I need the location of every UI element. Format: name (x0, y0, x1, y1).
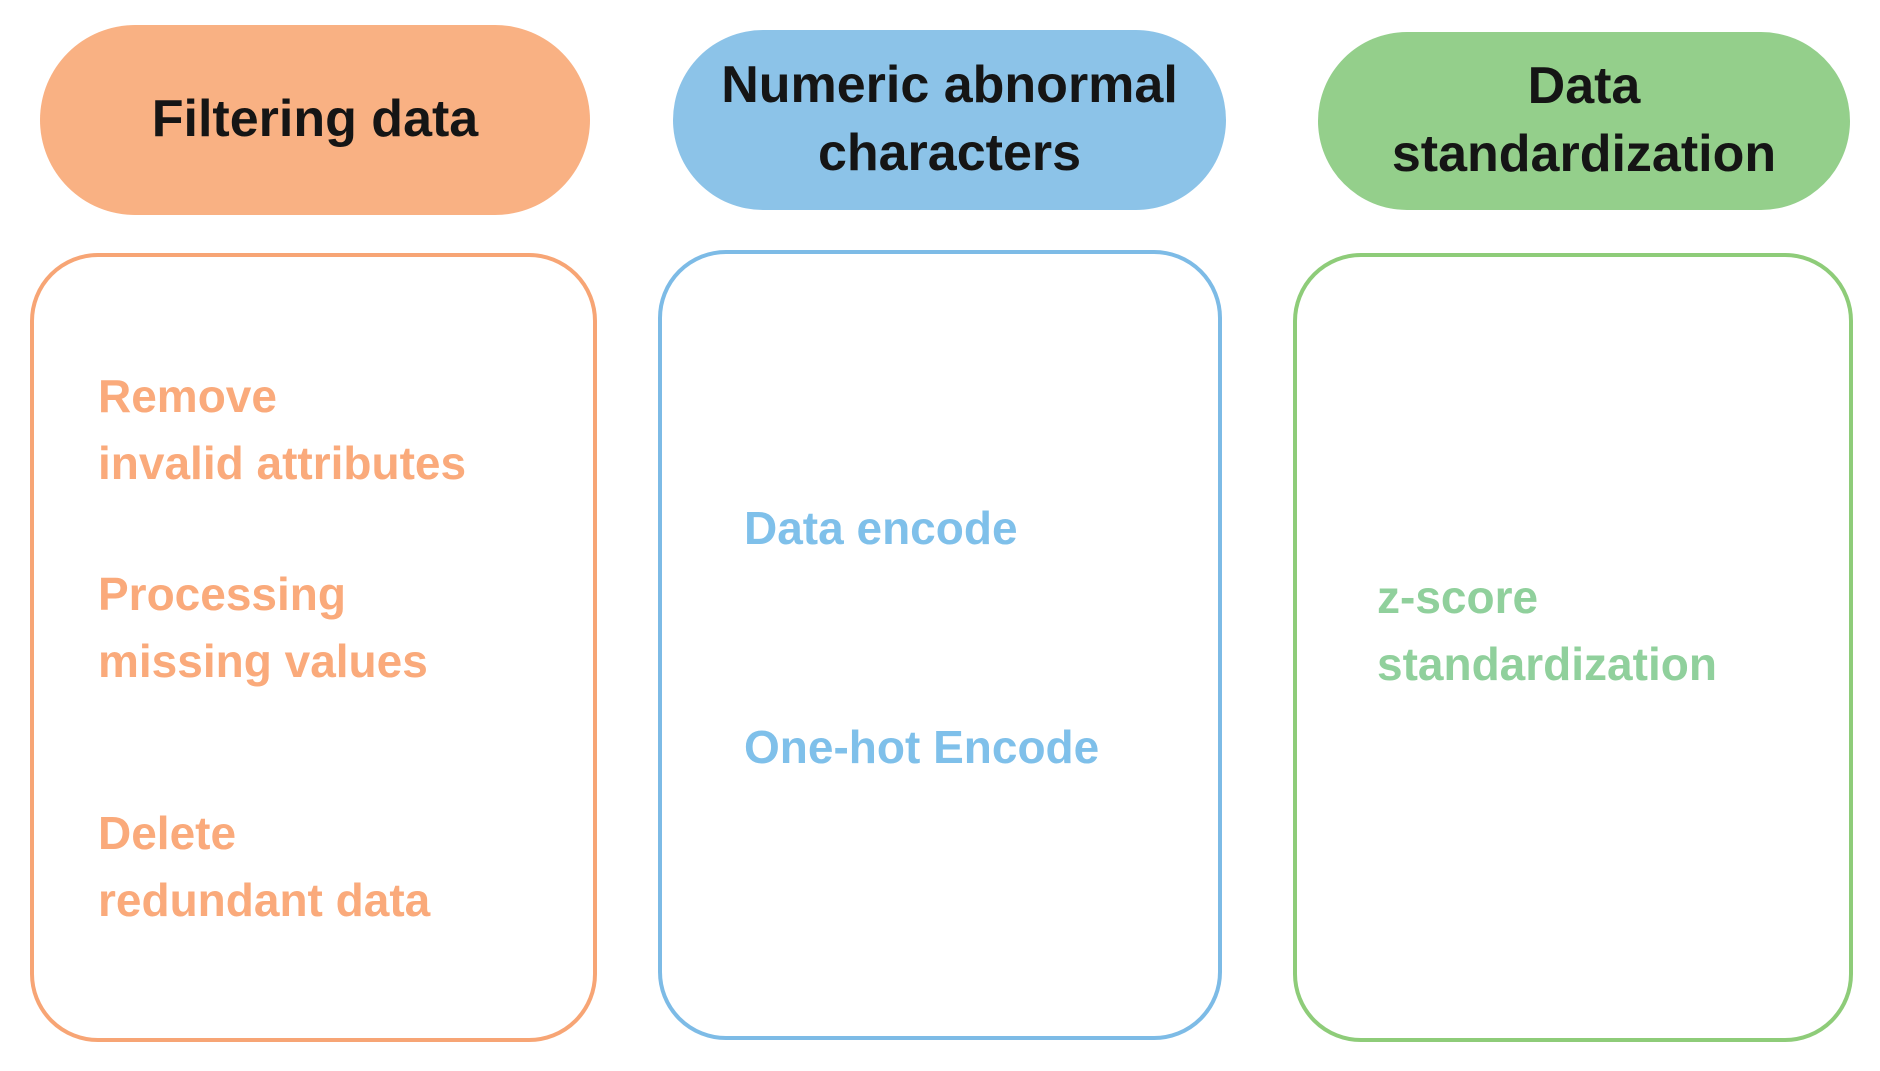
list-item-line: missing values (98, 634, 428, 687)
list-item-line: z-score (1377, 571, 1539, 623)
list-item-one-hot-encode: One-hot Encode (744, 714, 1099, 781)
list-item-delete-redundant-data: Delete redundant data (98, 800, 430, 933)
list-item-z-score-standardization: z-score standardization (1377, 564, 1717, 697)
header-label: Filtering data (151, 90, 479, 149)
list-item-data-encode: Data encode (744, 495, 1018, 562)
header-label: standardization (1391, 125, 1777, 183)
content-box-numeric-abnormal-characters: Data encode One-hot Encode (658, 250, 1222, 1040)
header-label: Numeric abnormal (721, 56, 1178, 115)
list-item-line: Remove (98, 370, 277, 422)
list-item-remove-invalid-attributes: Remove invalid attributes (98, 363, 466, 496)
list-item-line: Processing (98, 568, 346, 620)
header-label: Data (1527, 57, 1641, 116)
header-pill-numeric-abnormal-characters: Numeric abnormal characters (673, 30, 1226, 210)
content-box-data-standardization: z-score standardization (1293, 253, 1853, 1042)
list-item-line: invalid attributes (98, 436, 467, 489)
list-item-line: redundant data (98, 873, 431, 926)
list-item-line: standardization (1377, 637, 1717, 690)
list-item-processing-missing-values: Processing missing values (98, 561, 428, 694)
list-item-line: Delete (98, 807, 237, 859)
list-item-line: Data encode (744, 502, 1018, 554)
header-label: characters (817, 124, 1082, 182)
header-pill-filtering-data: Filtering data (40, 25, 590, 215)
list-item-line: One-hot Encode (744, 721, 1100, 773)
content-box-filtering-data: Remove invalid attributes Processing mis… (30, 253, 597, 1042)
header-pill-data-standardization: Data standardization (1318, 32, 1850, 210)
